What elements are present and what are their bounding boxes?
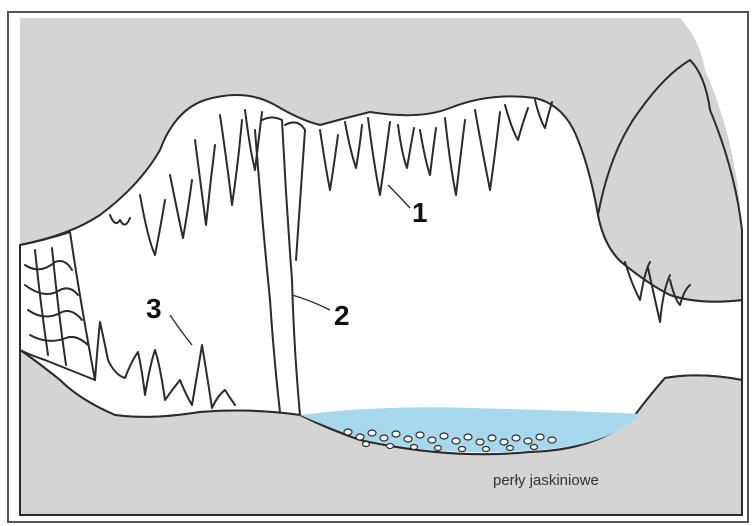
label-3: 3 [146, 293, 162, 324]
cave-pearls-caption: perły jaskiniowe [493, 472, 599, 489]
label-1: 1 [412, 197, 428, 228]
label-2: 2 [334, 300, 350, 331]
